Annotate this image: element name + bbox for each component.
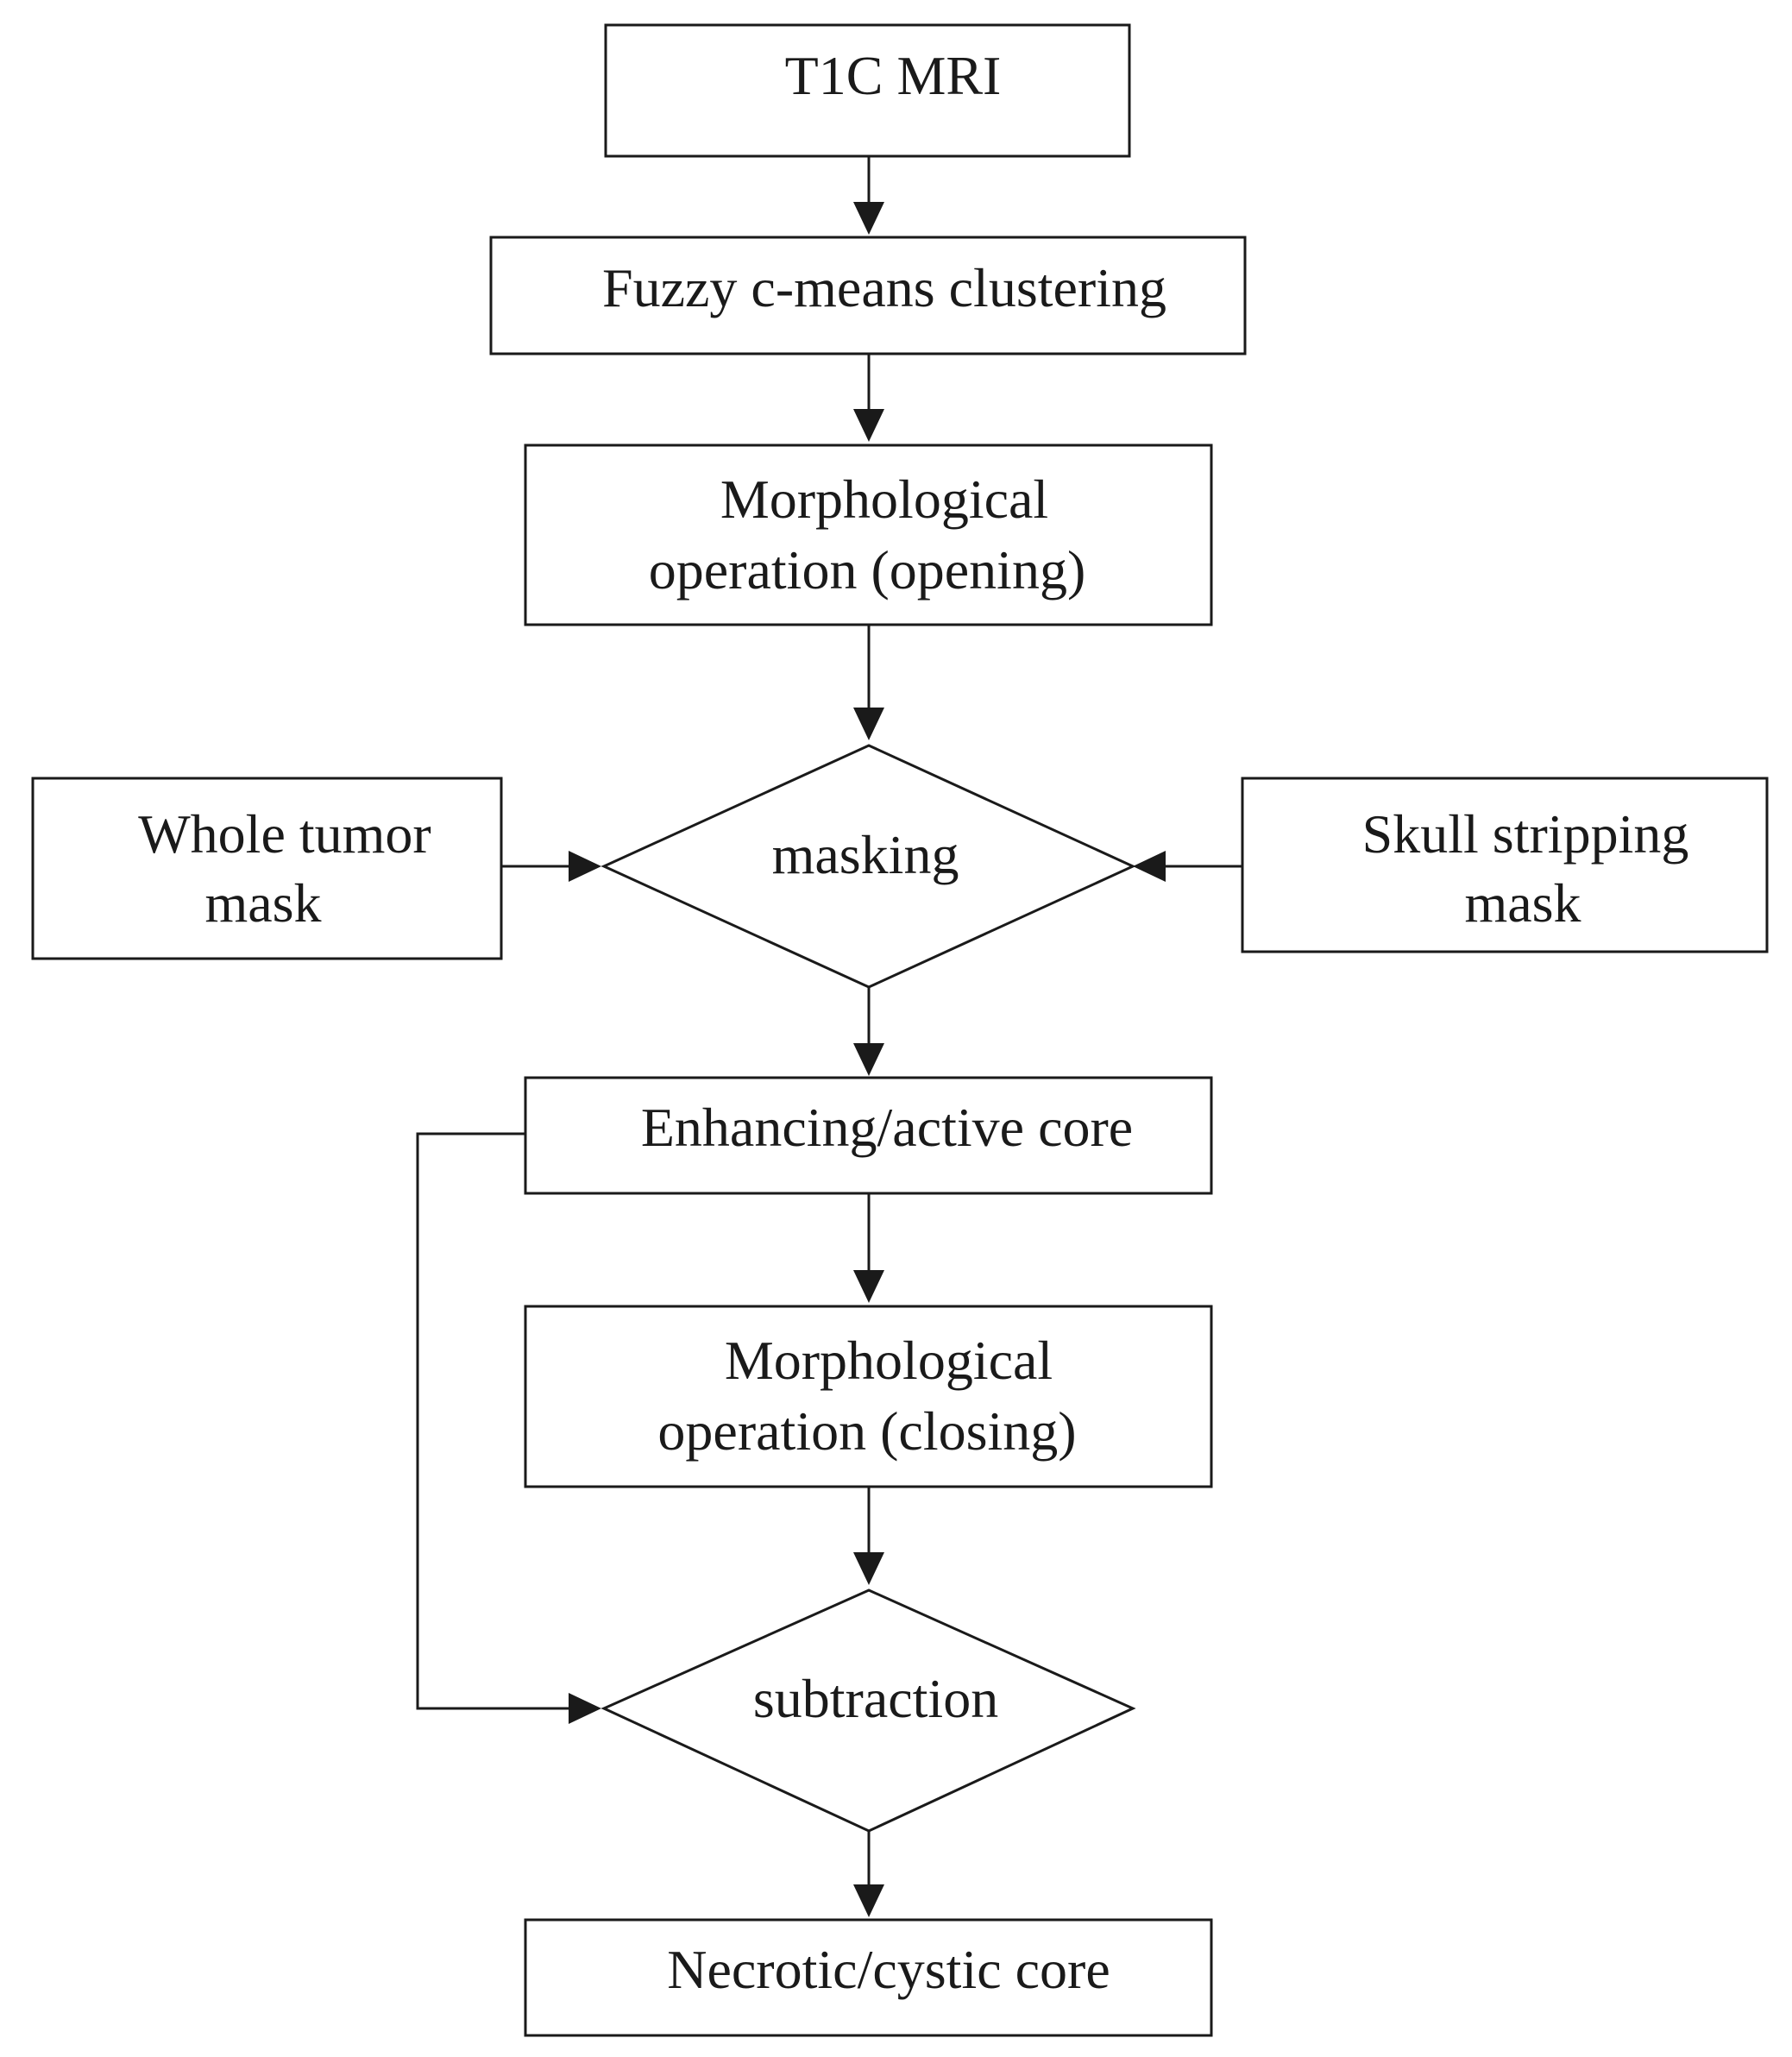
node-skull-stripping-mask: Skull stripping mask	[1241, 777, 1769, 953]
node-masking: masking	[600, 744, 1136, 989]
node-morph-opening-line1: Morphological	[720, 469, 1048, 530]
arrowhead-necrotic	[853, 1884, 884, 1917]
arrowhead-masking-right	[1133, 851, 1166, 882]
node-morph-closing-line2: operation (closing)	[657, 1400, 1076, 1462]
node-necrotic-core: Necrotic/cystic core	[524, 1918, 1213, 2037]
node-subtraction: subtraction	[600, 1588, 1136, 1833]
arrowhead-morph-close	[853, 1270, 884, 1303]
arrowhead-enhancing	[853, 1043, 884, 1076]
node-enhancing-core: Enhancing/active core	[524, 1076, 1213, 1195]
node-whole-tumor-mask: Whole tumor mask	[31, 777, 503, 960]
node-fuzzy-c-means-label: Fuzzy c-means clustering	[602, 257, 1166, 318]
node-masking-label: masking	[772, 824, 959, 885]
edge-enhancing-to-subtraction	[416, 1132, 574, 1710]
node-whole-tumor-mask-line1: Whole tumor	[138, 803, 431, 865]
arrowhead-morph-open	[853, 409, 884, 442]
arrowhead-subtraction-left	[569, 1693, 601, 1724]
node-skull-stripping-mask-line2: mask	[1464, 872, 1581, 934]
node-t1c-mri-label: T1C MRI	[785, 45, 1002, 106]
node-whole-tumor-mask-line2: mask	[204, 872, 321, 934]
node-morph-opening: Morphological operation (opening)	[524, 443, 1213, 626]
edges	[416, 156, 1242, 1917]
node-skull-stripping-mask-line1: Skull stripping	[1362, 803, 1689, 865]
node-morph-closing: Morphological operation (closing)	[524, 1305, 1213, 1488]
arrowhead-masking-left	[569, 851, 601, 882]
node-subtraction-label: subtraction	[753, 1668, 998, 1729]
node-fuzzy-c-means: Fuzzy c-means clustering	[489, 236, 1247, 355]
arrowhead-fcm	[853, 202, 884, 235]
node-necrotic-core-label: Necrotic/cystic core	[667, 1939, 1110, 2000]
arrowhead-subtraction-top	[853, 1552, 884, 1585]
node-t1c-mri: T1C MRI	[604, 23, 1131, 158]
node-morph-closing-line1: Morphological	[725, 1330, 1053, 1391]
node-enhancing-core-label: Enhancing/active core	[641, 1097, 1133, 1158]
arrowhead-masking-top	[853, 708, 884, 740]
node-morph-opening-line2: operation (opening)	[649, 539, 1086, 601]
